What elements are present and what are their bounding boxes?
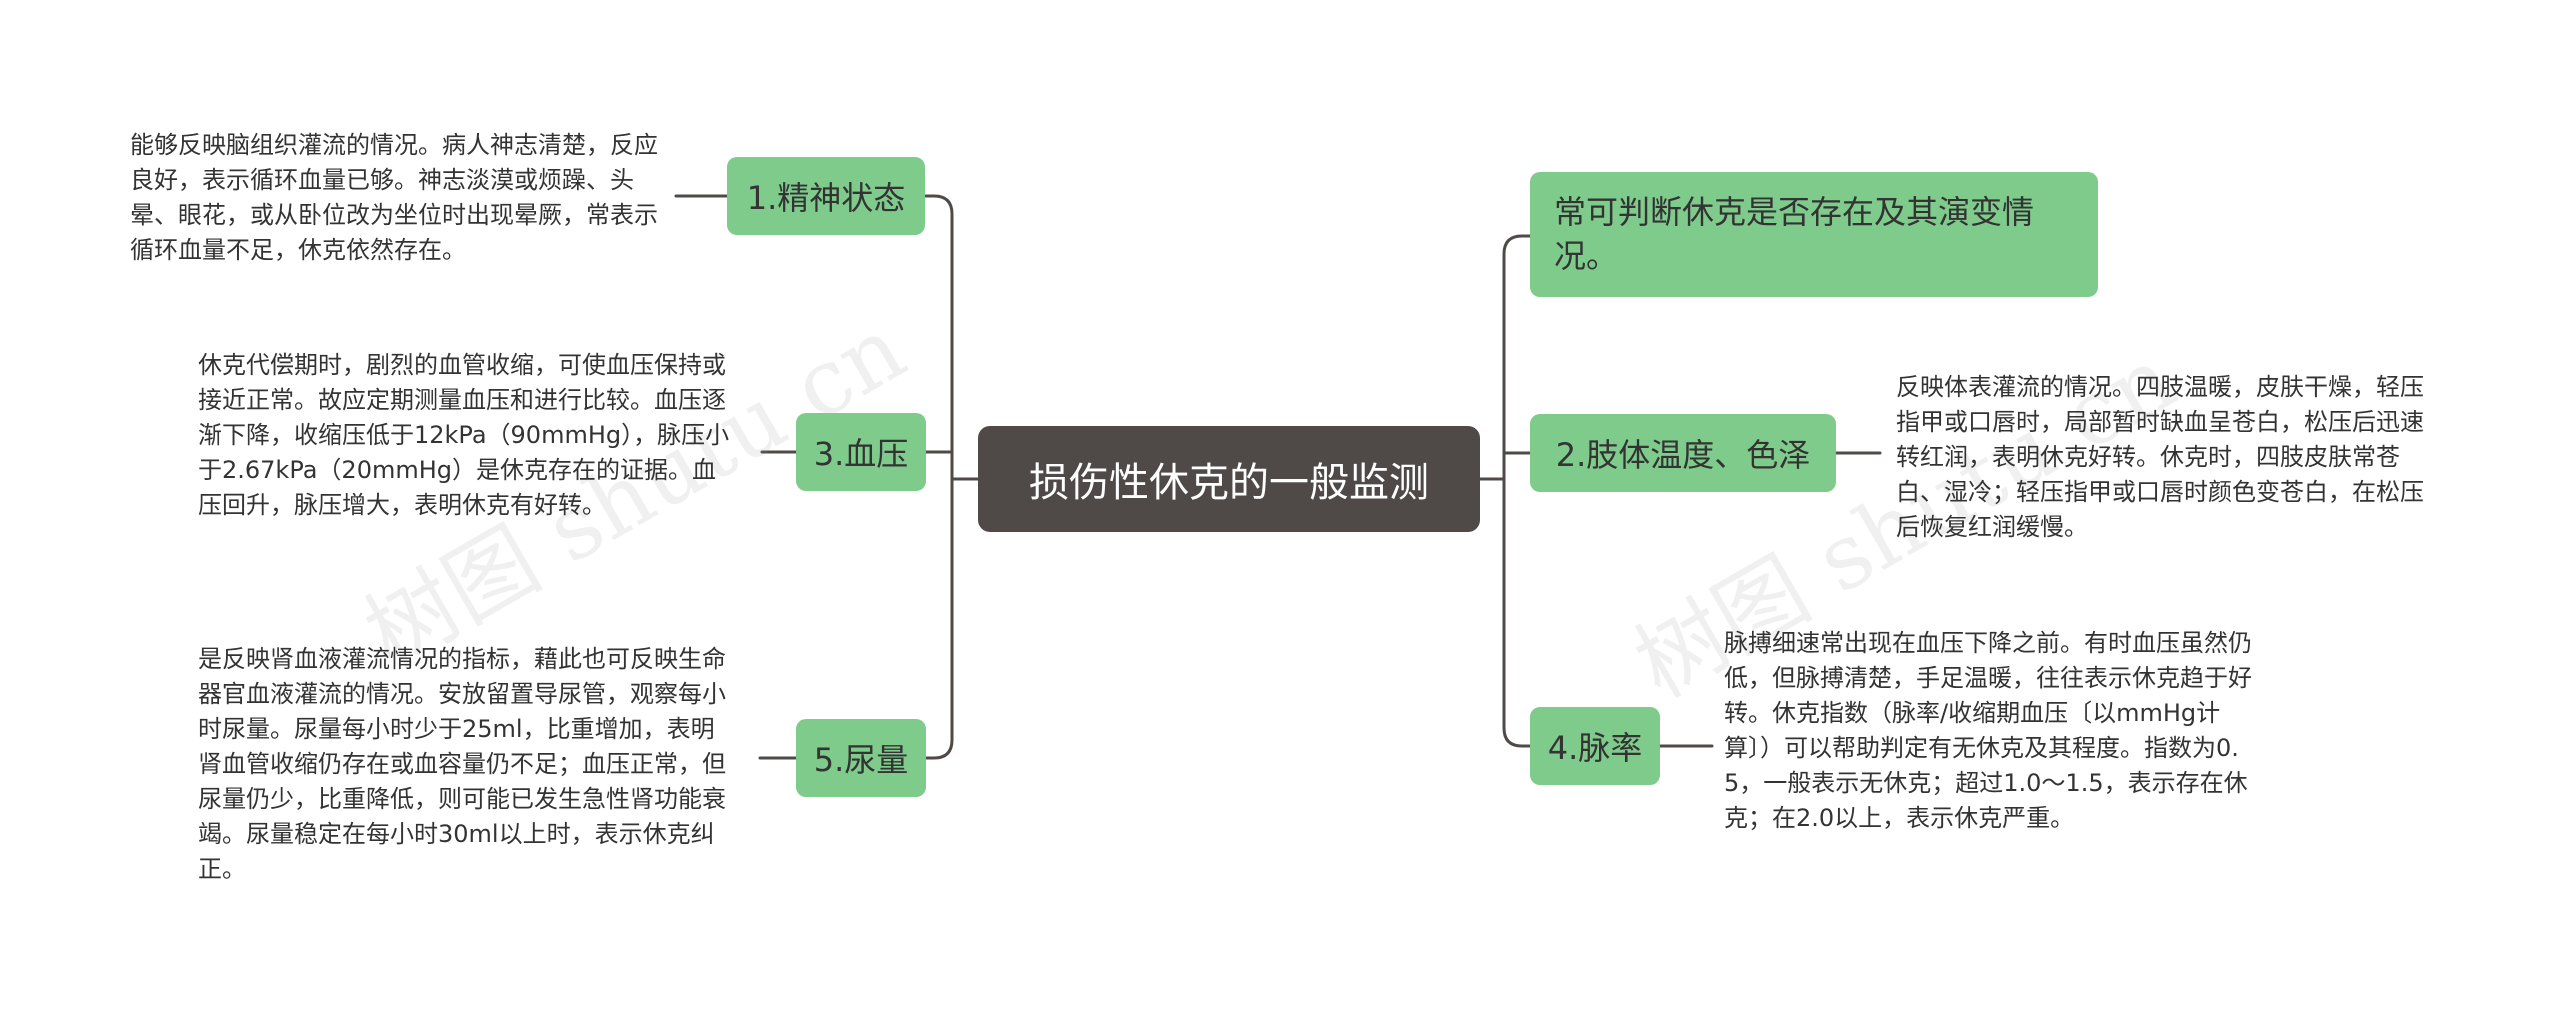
branch-urine-output[interactable]: 5.尿量 — [796, 719, 926, 797]
branch-shock-judgement-label: 常可判断休克是否存在及其演变情况。 — [1554, 193, 2035, 275]
desc-urine-output: 是反映肾血液灌流情况的指标，藉此也可反映生命器官血液灌流的情况。安放留置导尿管，… — [198, 645, 726, 883]
branch-mental-state-label: 1.精神状态 — [746, 179, 906, 217]
desc-blood-pressure: 休克代偿期时，剧烈的血管收缩，可使血压保持或接近正常。故应定期测量血压和进行比较… — [198, 351, 730, 519]
desc-mental-state: 能够反映脑组织灌流的情况。病人神志清楚，反应良好，表示循环血量已够。神志淡漠或烦… — [130, 131, 658, 264]
branch-pulse-rate-label: 4.脉率 — [1547, 729, 1643, 767]
branch-shock-judgement[interactable]: 常可判断休克是否存在及其演变情况。 — [1530, 172, 2098, 297]
branch-blood-pressure[interactable]: 3.血压 — [796, 413, 926, 491]
branch-limb-temperature-label: 2.肢体温度、色泽 — [1555, 436, 1811, 474]
branch-pulse-rate[interactable]: 4.脉率 — [1530, 707, 1660, 785]
desc-limb-temperature: 反映体表灌流的情况。四肢温暖，皮肤干燥，轻压指甲或口唇时，局部暂时缺血呈苍白，松… — [1896, 373, 2424, 541]
branch-limb-temperature[interactable]: 2.肢体温度、色泽 — [1530, 414, 1836, 492]
branch-urine-output-label: 5.尿量 — [813, 741, 909, 779]
connector-right-trunk — [1502, 234, 1532, 748]
central-topic[interactable]: 损伤性休克的一般监测 — [978, 426, 1480, 532]
desc-pulse-rate: 脉搏细速常出现在血压下降之前。有时血压虽然仍低，但脉搏清楚，手足温暖，往往表示休… — [1724, 629, 2252, 832]
central-topic-label: 损伤性休克的一般监测 — [1029, 460, 1429, 506]
branch-blood-pressure-label: 3.血压 — [813, 435, 909, 473]
connector-left-trunk — [924, 194, 954, 760]
branch-mental-state[interactable]: 1.精神状态 — [727, 157, 925, 235]
